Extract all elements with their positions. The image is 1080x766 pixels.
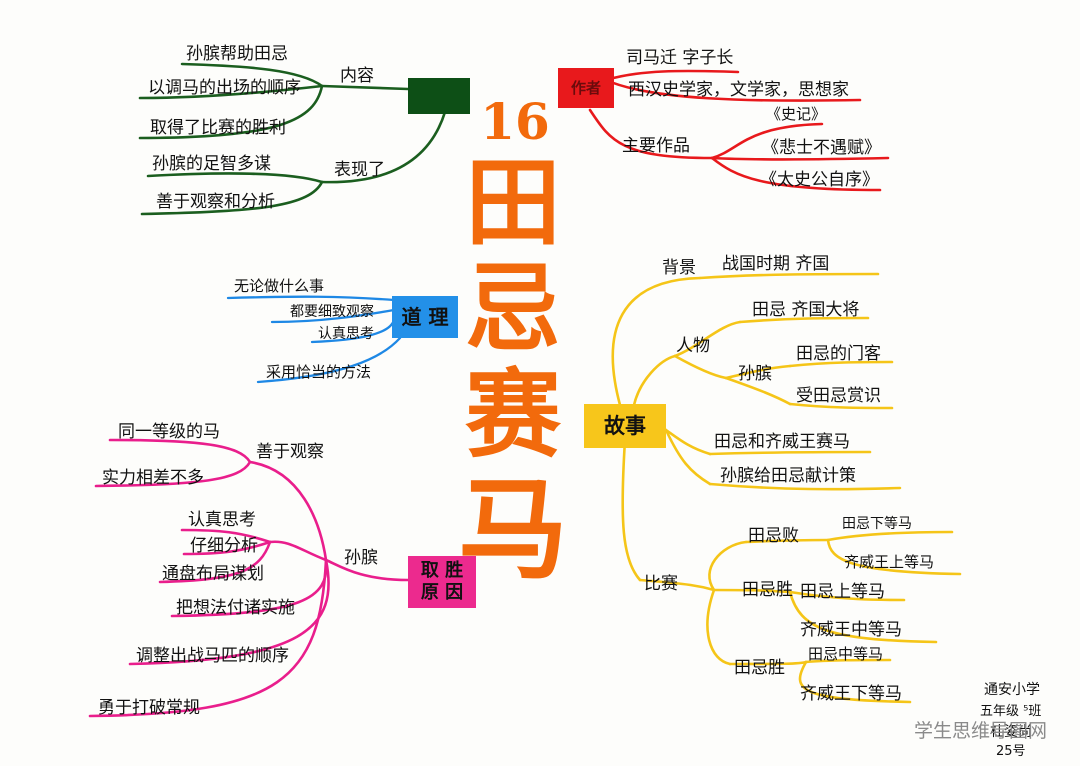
author-box-label: 作者 bbox=[570, 79, 601, 97]
principle-box-label: 道 理 bbox=[401, 305, 449, 329]
principle-item-4: 采用恰当的方法 bbox=[266, 363, 372, 381]
content-item-1: 孙膑帮助田忌 bbox=[186, 44, 288, 64]
title-char-1: 田 bbox=[465, 146, 561, 259]
round-3-item-1: 田忌中等马 bbox=[808, 645, 884, 663]
round-2-label: 田忌胜 bbox=[742, 580, 793, 600]
story-box: 故事 bbox=[584, 404, 666, 448]
observe-item-1: 同一等级的马 bbox=[118, 422, 220, 442]
round-2-item-2: 齐威王中等马 bbox=[800, 620, 902, 640]
principle-item-3: 认真思考 bbox=[318, 326, 374, 342]
win-reason-line2: 原 因 bbox=[420, 582, 464, 603]
content-label: 内容 bbox=[340, 66, 374, 86]
sunbin-label: 孙膑 bbox=[344, 548, 378, 568]
work-2: 《悲士不遇赋》 bbox=[762, 138, 881, 158]
tianji-text: 田忌 齐国大将 bbox=[752, 300, 860, 320]
title-char-4: 马 bbox=[458, 465, 568, 594]
work-1: 《史记》 bbox=[766, 105, 827, 123]
round-1-item-2: 齐威王上等马 bbox=[844, 553, 935, 571]
sunbin-detail-2: 受田忌赏识 bbox=[796, 386, 881, 406]
principle-box: 道 理 bbox=[392, 296, 458, 338]
round-1-label: 田忌败 bbox=[748, 526, 799, 546]
event-2: 孙膑给田忌献计策 bbox=[720, 466, 856, 486]
signature-class: 五年级 ⁵班 bbox=[980, 704, 1042, 719]
round-3-item-2: 齐威王下等马 bbox=[800, 684, 902, 704]
characters-label: 人物 bbox=[676, 336, 710, 356]
signature-name: 杜姿尚 bbox=[990, 724, 1032, 740]
sunbin-node: 孙膑 bbox=[738, 364, 772, 384]
content-item-3: 取得了比赛的胜利 bbox=[150, 118, 286, 138]
content-item-2: 以调马的出场的顺序 bbox=[148, 78, 301, 98]
story-box-label: 故事 bbox=[604, 414, 646, 438]
win-reason-box: 取 胜 原 因 bbox=[408, 556, 476, 608]
round-3-label: 田忌胜 bbox=[734, 658, 785, 678]
reason-item-4: 把想法付诸实施 bbox=[176, 598, 295, 618]
win-reason-line1: 取 胜 bbox=[420, 560, 464, 581]
shows-item-2: 善于观察和分析 bbox=[156, 192, 275, 212]
sunbin-item-1: 认真思考 bbox=[188, 510, 256, 530]
sunbin-item-2: 仔细分析 bbox=[190, 536, 258, 556]
shows-label: 表现了 bbox=[334, 160, 385, 180]
watermark-text: 学生思维导图网 bbox=[914, 720, 1048, 742]
event-1: 田忌和齐威王赛马 bbox=[714, 432, 850, 452]
works-label: 主要作品 bbox=[622, 136, 690, 156]
sunbin-item-3: 通盘布局谋划 bbox=[162, 564, 264, 584]
sunbin-detail-1: 田忌的门客 bbox=[796, 344, 881, 364]
background-label: 背景 bbox=[662, 258, 696, 278]
round-2-item-1: 田忌上等马 bbox=[800, 582, 885, 602]
reason-item-5: 调整出战马匹的顺序 bbox=[136, 646, 289, 666]
author-desc: 西汉史学家，文学家，思想家 bbox=[628, 80, 849, 100]
shows-item-1: 孙膑的足智多谋 bbox=[152, 154, 271, 174]
author-name: 司马迁 字子长 bbox=[626, 48, 734, 68]
round-1-item-1: 田忌下等马 bbox=[842, 516, 912, 532]
summary-box bbox=[408, 78, 470, 114]
signature-school: 通安小学 bbox=[984, 682, 1040, 698]
reason-item-6: 勇于打破常规 bbox=[98, 698, 200, 718]
author-box: 作者 bbox=[558, 68, 614, 108]
lesson-number: 16 bbox=[480, 92, 550, 151]
principle-item-2: 都要细致观察 bbox=[290, 304, 374, 320]
title-char-3: 赛 bbox=[465, 358, 561, 471]
background-text: 战国时期 齐国 bbox=[722, 254, 830, 274]
title-char-2: 忌 bbox=[465, 252, 561, 365]
observe-label: 善于观察 bbox=[256, 442, 324, 462]
work-3: 《太史公自序》 bbox=[760, 170, 879, 190]
principle-item-1: 无论做什么事 bbox=[234, 277, 325, 295]
signature-number: 25号 bbox=[996, 744, 1026, 759]
observe-item-2: 实力相差不多 bbox=[102, 468, 204, 488]
race-label: 比赛 bbox=[644, 574, 678, 594]
